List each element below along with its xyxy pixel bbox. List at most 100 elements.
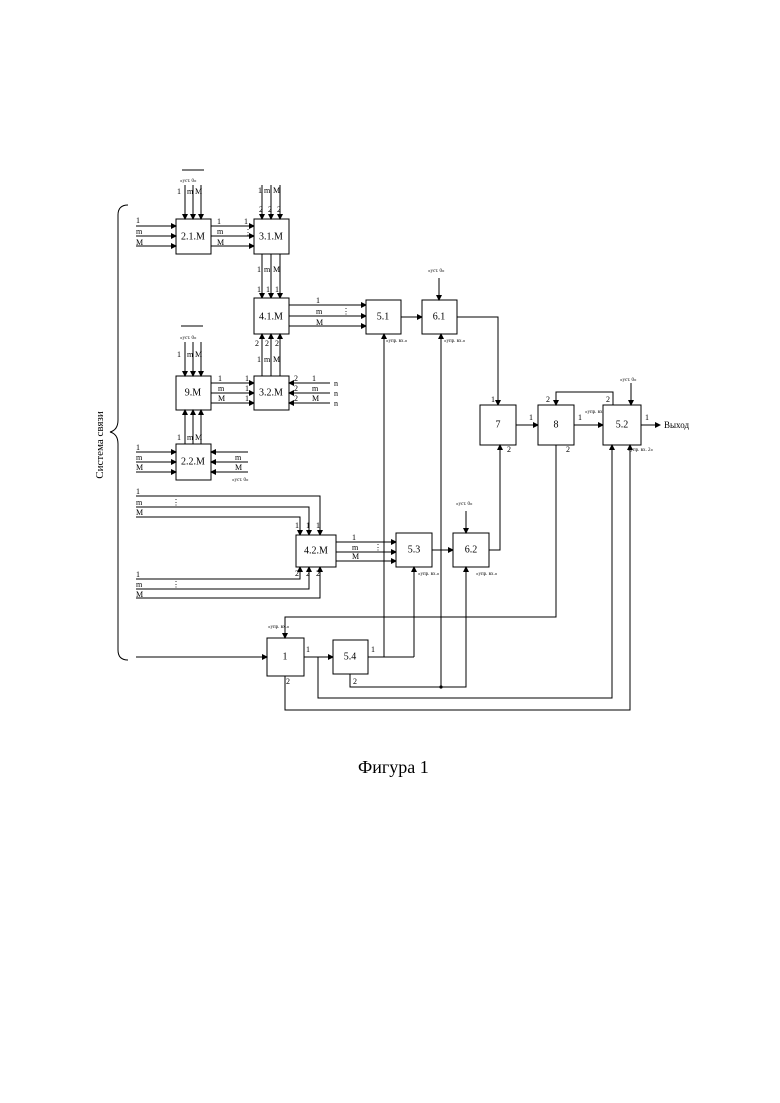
svg-text:M: M bbox=[352, 552, 359, 561]
svg-text:M: M bbox=[218, 394, 225, 403]
svg-text:1: 1 bbox=[244, 217, 248, 226]
svg-text:«упр. вх.»: «упр. вх.» bbox=[386, 339, 408, 344]
svg-text:m: m bbox=[136, 453, 143, 462]
svg-text:1: 1 bbox=[491, 395, 495, 404]
svg-text:4.2.M: 4.2.M bbox=[304, 545, 328, 556]
svg-text:⋮: ⋮ bbox=[342, 307, 350, 316]
svg-text:1: 1 bbox=[245, 394, 249, 403]
svg-text:M: M bbox=[136, 463, 143, 472]
svg-text:2: 2 bbox=[606, 395, 610, 404]
svg-text:⋮: ⋮ bbox=[374, 543, 382, 552]
svg-text:5.2: 5.2 bbox=[616, 419, 629, 430]
svg-text:⋮: ⋮ bbox=[244, 228, 252, 237]
svg-text:1: 1 bbox=[306, 521, 310, 530]
svg-text:1: 1 bbox=[316, 521, 320, 530]
svg-text:n: n bbox=[334, 399, 338, 408]
svg-text:M: M bbox=[235, 463, 242, 472]
svg-text:m: m bbox=[352, 543, 359, 552]
svg-text:1: 1 bbox=[283, 651, 288, 662]
svg-text:1: 1 bbox=[371, 645, 375, 654]
svg-text:1: 1 bbox=[257, 355, 261, 364]
svg-text:1: 1 bbox=[316, 296, 320, 305]
svg-text:1: 1 bbox=[218, 374, 222, 383]
svg-text:1: 1 bbox=[266, 285, 270, 294]
svg-text:2: 2 bbox=[259, 205, 263, 214]
svg-text:«уст. 0»: «уст. 0» bbox=[620, 378, 637, 383]
svg-text:M: M bbox=[273, 186, 280, 195]
svg-text:m: m bbox=[187, 187, 194, 196]
svg-text:1: 1 bbox=[245, 374, 249, 383]
svg-text:1: 1 bbox=[578, 413, 582, 422]
svg-text:2: 2 bbox=[255, 339, 259, 348]
svg-text:1: 1 bbox=[245, 384, 249, 393]
svg-text:m: m bbox=[235, 453, 242, 462]
svg-text:7: 7 bbox=[496, 419, 501, 430]
block-5-2: 5.2 bbox=[603, 405, 641, 445]
svg-text:2: 2 bbox=[507, 445, 511, 454]
svg-text:m: m bbox=[136, 580, 143, 589]
svg-text:M: M bbox=[273, 355, 280, 364]
svg-text:1: 1 bbox=[217, 217, 221, 226]
svg-text:5.3: 5.3 bbox=[408, 544, 421, 555]
output-label: Выход bbox=[664, 420, 689, 430]
block-6-2: 6.2 bbox=[453, 533, 489, 567]
junction-dot bbox=[439, 685, 442, 688]
svg-text:M: M bbox=[136, 508, 143, 517]
block-2-1-M: 2.1.M bbox=[176, 219, 211, 254]
svg-text:1: 1 bbox=[136, 487, 140, 496]
svg-text:1: 1 bbox=[645, 413, 649, 422]
svg-text:⋮: ⋮ bbox=[172, 498, 180, 507]
svg-text:m: m bbox=[187, 433, 194, 442]
svg-text:m: m bbox=[187, 350, 194, 359]
svg-text:1: 1 bbox=[275, 285, 279, 294]
svg-text:M: M bbox=[195, 433, 202, 442]
svg-text:m: m bbox=[136, 227, 143, 236]
block-4-1-M: 4.1.M bbox=[254, 298, 289, 334]
block-6-1: 6.1 bbox=[422, 300, 457, 334]
block-3-2-M: 3.2.M bbox=[254, 376, 289, 410]
svg-text:m: m bbox=[217, 227, 224, 236]
svg-text:M: M bbox=[273, 265, 280, 274]
svg-text:2: 2 bbox=[353, 677, 357, 686]
svg-text:«уст. 0»: «уст. 0» bbox=[428, 269, 445, 274]
svg-text:M: M bbox=[217, 238, 224, 247]
svg-text:1: 1 bbox=[136, 570, 140, 579]
svg-text:M: M bbox=[316, 318, 323, 327]
svg-text:2: 2 bbox=[294, 394, 298, 403]
svg-text:«уст. 0»: «уст. 0» bbox=[456, 502, 473, 507]
svg-text:3.2.M: 3.2.M bbox=[259, 387, 283, 398]
svg-text:2: 2 bbox=[294, 374, 298, 383]
svg-text:«упр. вх.»: «упр. вх.» bbox=[268, 625, 290, 630]
block-5-1: 5.1 bbox=[366, 300, 401, 334]
svg-text:M: M bbox=[136, 590, 143, 599]
svg-text:1: 1 bbox=[529, 413, 533, 422]
svg-text:⋮: ⋮ bbox=[172, 580, 180, 589]
svg-text:m: m bbox=[264, 265, 271, 274]
svg-text:2: 2 bbox=[268, 205, 272, 214]
svg-text:1: 1 bbox=[352, 533, 356, 542]
svg-text:«упр. вх.»: «упр. вх.» bbox=[418, 572, 440, 577]
figure-caption: Фигура 1 bbox=[358, 757, 429, 777]
svg-text:2.1.M: 2.1.M bbox=[181, 231, 205, 242]
svg-text:1: 1 bbox=[257, 265, 261, 274]
svg-text:4.1.M: 4.1.M bbox=[259, 311, 283, 322]
svg-text:2: 2 bbox=[286, 677, 290, 686]
svg-text:«упр. вх.»: «упр. вх.» bbox=[444, 339, 466, 344]
svg-text:1: 1 bbox=[177, 433, 181, 442]
side-label: Система связи bbox=[94, 411, 106, 479]
svg-text:1: 1 bbox=[312, 374, 316, 383]
svg-text:5.1: 5.1 bbox=[377, 311, 390, 322]
svg-text:m: m bbox=[218, 384, 225, 393]
svg-text:«уст. 0»: «уст. 0» bbox=[180, 179, 197, 184]
svg-text:5.4: 5.4 bbox=[344, 651, 357, 662]
svg-text:2.2.M: 2.2.M bbox=[181, 456, 205, 467]
svg-text:1: 1 bbox=[257, 285, 261, 294]
svg-text:1: 1 bbox=[177, 187, 181, 196]
block-5-3: 5.3 bbox=[396, 533, 432, 567]
svg-text:2: 2 bbox=[277, 205, 281, 214]
svg-text:6.1: 6.1 bbox=[433, 311, 446, 322]
svg-text:n: n bbox=[334, 389, 338, 398]
svg-text:M: M bbox=[136, 238, 143, 247]
svg-text:2: 2 bbox=[294, 384, 298, 393]
